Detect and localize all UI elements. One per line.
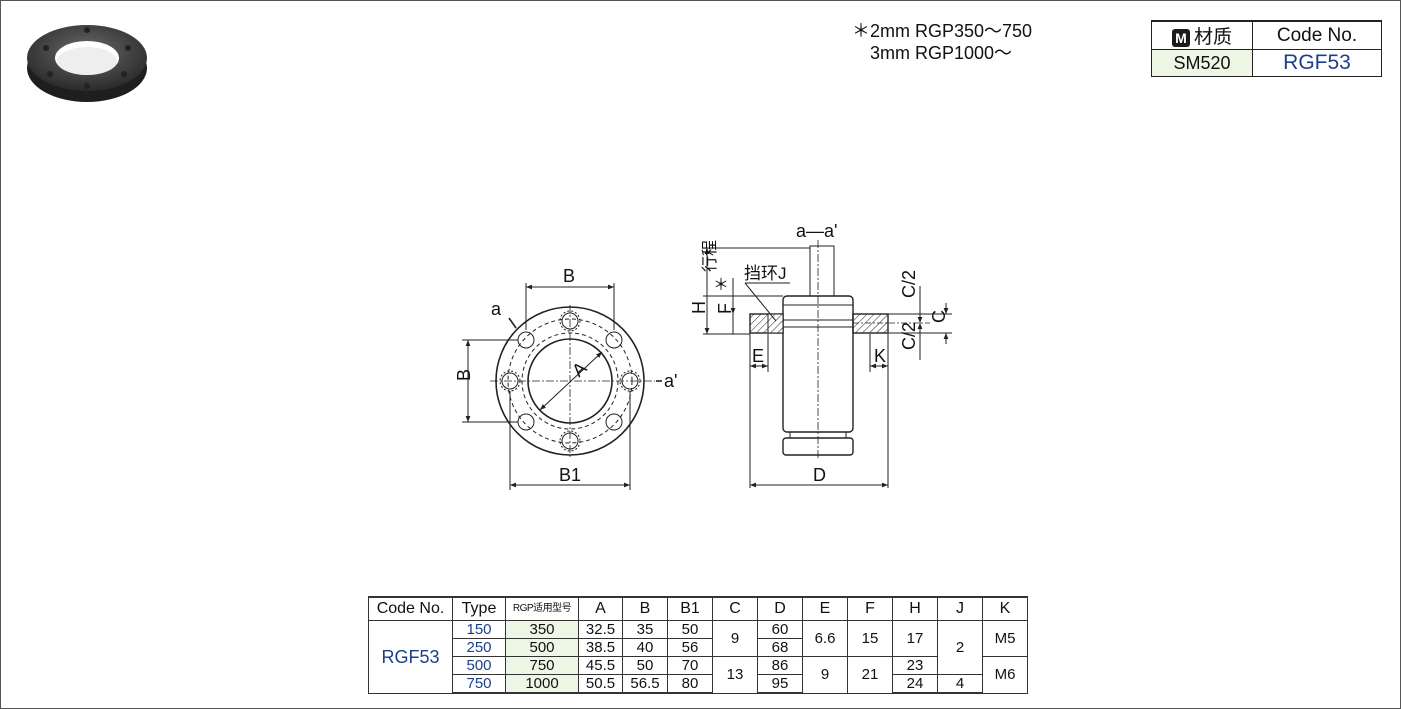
- label-C: C: [929, 310, 949, 323]
- table-row: 500 750 45.5 50 70 13 86 9 21 23 M6: [369, 656, 1028, 694]
- front-view: [462, 283, 662, 490]
- label-a: a: [491, 299, 502, 319]
- cell-F: 15: [847, 620, 893, 657]
- label-B-left: B: [454, 369, 474, 381]
- cell-B1: 56: [667, 638, 713, 657]
- cell-F: 21: [847, 656, 893, 694]
- product-photo: [27, 25, 147, 102]
- table-row: RGF53 150 350 32.5 35 50 9 60 6.6 15 17 …: [368, 620, 1028, 694]
- label-star: ＊: [713, 277, 729, 294]
- cell-E: 6.6: [802, 620, 848, 657]
- cell-H: 23: [892, 656, 938, 675]
- label-ring-J: 挡环J: [744, 264, 787, 283]
- cell-B: 56.5: [622, 674, 668, 694]
- header-F: F: [847, 596, 893, 621]
- note-line-2: 3mm RGP1000～: [870, 43, 1013, 63]
- cell-type[interactable]: 500: [452, 656, 506, 675]
- label-C2-bottom: C/2: [899, 322, 919, 350]
- label-B1: B1: [559, 465, 581, 485]
- header-D: D: [757, 596, 803, 621]
- cell-B: 50: [622, 656, 668, 675]
- spec-header-row: Code No. Type RGP适用型号 A B B1 C D E F H J…: [368, 596, 1028, 621]
- label-B-top: B: [563, 266, 575, 286]
- cell-type[interactable]: 250: [452, 638, 506, 657]
- header-A: A: [578, 596, 623, 621]
- cell-A: 50.5: [578, 674, 623, 694]
- label-a-prime: a': [664, 371, 677, 391]
- table-row: 750 1000 50.5 56.5 80 95 24 4: [369, 674, 1028, 694]
- cell-H: 17: [892, 620, 938, 657]
- label-section: a—a': [796, 221, 837, 241]
- cell-C: 9: [712, 620, 758, 657]
- table-row: 250 500 38.5 40 56 68: [369, 638, 1028, 657]
- cell-rgp: 750: [505, 656, 579, 675]
- material-header-label: 材质: [1193, 27, 1232, 48]
- cell-E: 9: [802, 656, 848, 694]
- cell-A: 38.5: [578, 638, 623, 657]
- label-D: D: [813, 465, 826, 485]
- cell-J: 4: [937, 674, 983, 694]
- side-view: [703, 240, 952, 488]
- cell-rgp: 500: [505, 638, 579, 657]
- cell-B: 35: [622, 620, 668, 639]
- header-J: J: [937, 596, 983, 621]
- label-F: F: [715, 303, 735, 314]
- cell-K: M5: [982, 620, 1028, 657]
- cell-C: 13: [712, 656, 758, 694]
- label-A: A: [568, 358, 590, 381]
- label-H: H: [689, 301, 709, 314]
- header-E: E: [802, 596, 848, 621]
- note-line-1: ＊2mm RGP350～750: [852, 21, 1033, 41]
- label-E: E: [752, 346, 764, 366]
- cell-rgp: 350: [505, 620, 579, 639]
- header-B: B: [622, 596, 668, 621]
- thickness-note: ＊2mm RGP350～750 3mm RGP1000～: [852, 20, 1032, 64]
- cell-rgp: 1000: [505, 674, 579, 694]
- label-K: K: [874, 346, 886, 366]
- cell-K: M6: [982, 656, 1028, 694]
- header-B1: B1: [667, 596, 713, 621]
- cell-D: 95: [757, 674, 803, 694]
- header-rgp: RGP适用型号: [505, 596, 579, 621]
- cell-J: 2: [937, 620, 983, 675]
- cell-B1: 70: [667, 656, 713, 675]
- row-code[interactable]: RGF53: [368, 620, 453, 694]
- header-type: Type: [452, 596, 506, 621]
- header-H: H: [892, 596, 938, 621]
- spec-table: Code No. Type RGP适用型号 A B B1 C D E F H J…: [368, 596, 1028, 694]
- cell-H: 24: [892, 674, 938, 694]
- cell-B1: 50: [667, 620, 713, 639]
- material-value: SM520: [1151, 49, 1253, 77]
- cell-D: 86: [757, 656, 803, 675]
- cell-B: 40: [622, 638, 668, 657]
- cell-type[interactable]: 750: [452, 674, 506, 694]
- material-badge-icon: M: [1171, 28, 1190, 47]
- header-C: C: [712, 596, 758, 621]
- label-C2-top: C/2: [899, 270, 919, 298]
- code-value[interactable]: RGF53: [1252, 49, 1382, 77]
- cell-type[interactable]: 150: [452, 620, 506, 639]
- cell-D: 68: [757, 638, 803, 657]
- code-header: Code No.: [1252, 20, 1382, 50]
- cell-A: 32.5: [578, 620, 623, 639]
- technical-drawing: B a a' B A B1 a—a' 行程 ＊ 挡环J H F E K C/2 …: [454, 221, 952, 490]
- label-stroke: 行程: [701, 240, 719, 272]
- cell-A: 45.5: [578, 656, 623, 675]
- cell-B1: 80: [667, 674, 713, 694]
- header-code: Code No.: [368, 596, 453, 621]
- header-K: K: [982, 596, 1028, 621]
- cell-D: 60: [757, 620, 803, 639]
